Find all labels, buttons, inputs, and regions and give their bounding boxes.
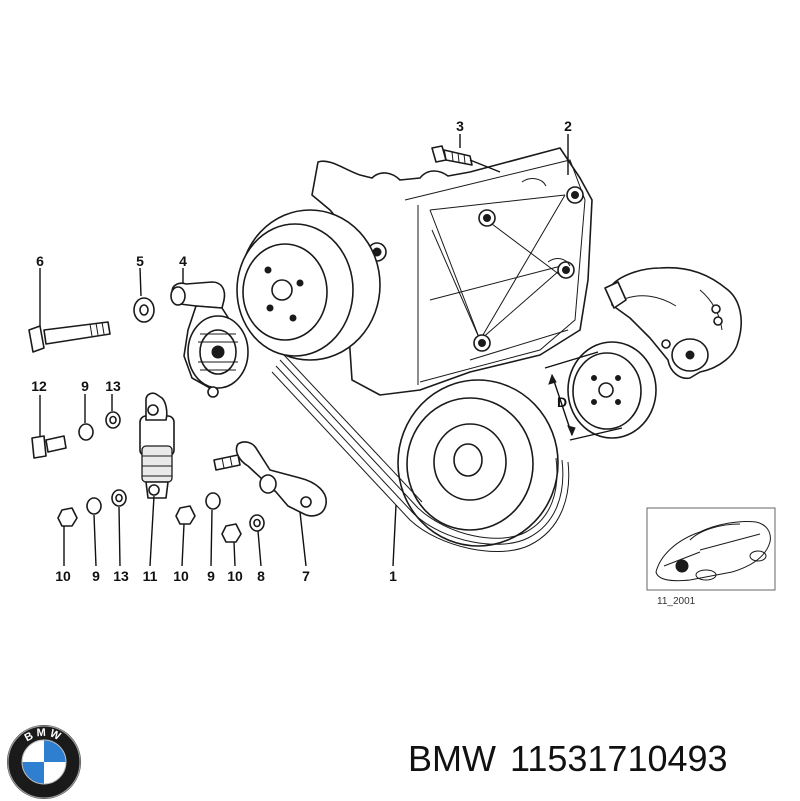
small-fasteners bbox=[57, 411, 265, 543]
car-location-inset: 11_2001 bbox=[646, 507, 776, 607]
bolt-part-3 bbox=[431, 145, 473, 166]
callout-6: 6 bbox=[36, 253, 44, 269]
callout-11: 11 bbox=[143, 568, 158, 584]
callout-9-top: 9 bbox=[81, 378, 89, 394]
callout-2: 2 bbox=[564, 118, 572, 134]
part-number: 11531710493 bbox=[509, 738, 728, 779]
inset-code: 11_2001 bbox=[657, 596, 696, 607]
brand-name: BMW bbox=[408, 738, 496, 779]
callout-9-b: 9 bbox=[207, 568, 215, 584]
washer-part-5 bbox=[133, 297, 155, 323]
svg-text:BMW: BMW bbox=[23, 727, 66, 745]
dimension-d-label: D bbox=[557, 394, 567, 410]
water-pump-drawing bbox=[604, 266, 742, 380]
callout-10-b: 10 bbox=[173, 568, 189, 584]
bracket-part-7 bbox=[213, 441, 327, 517]
crankshaft-pulley-drawing bbox=[397, 379, 559, 547]
callout-7: 7 bbox=[302, 568, 310, 584]
callout-5: 5 bbox=[136, 253, 144, 269]
callout-10-c: 10 bbox=[227, 568, 243, 584]
callout-13-top: 13 bbox=[105, 378, 121, 394]
callout-9-a: 9 bbox=[92, 568, 100, 584]
leader-lines bbox=[39, 134, 569, 567]
bmw-roundel-icon: BMW bbox=[7, 725, 81, 799]
callout-8: 8 bbox=[257, 568, 265, 584]
callout-10-a: 10 bbox=[55, 568, 71, 584]
callout-3: 3 bbox=[456, 118, 464, 134]
bolt-part-12 bbox=[31, 435, 67, 459]
tensioner-roller-part-4 bbox=[170, 281, 249, 398]
callout-12: 12 bbox=[31, 378, 47, 394]
ribbed-belt-drawing bbox=[271, 354, 570, 552]
fan-pulley-drawing bbox=[236, 209, 381, 361]
bolt-part-6 bbox=[28, 321, 111, 353]
callout-13-b: 13 bbox=[113, 568, 129, 584]
hydraulic-tensioner-part-11 bbox=[139, 392, 175, 499]
part-number-caption: BMW 11531710493 bbox=[408, 737, 728, 781]
callout-numbers: 2 3 6 5 4 12 9 13 10 9 13 11 10 9 10 8 7… bbox=[31, 118, 572, 584]
engine-block-drawing bbox=[311, 147, 593, 396]
callout-4: 4 bbox=[179, 253, 187, 269]
callout-1: 1 bbox=[389, 568, 397, 584]
water-pump-pulley-drawing bbox=[544, 341, 657, 441]
